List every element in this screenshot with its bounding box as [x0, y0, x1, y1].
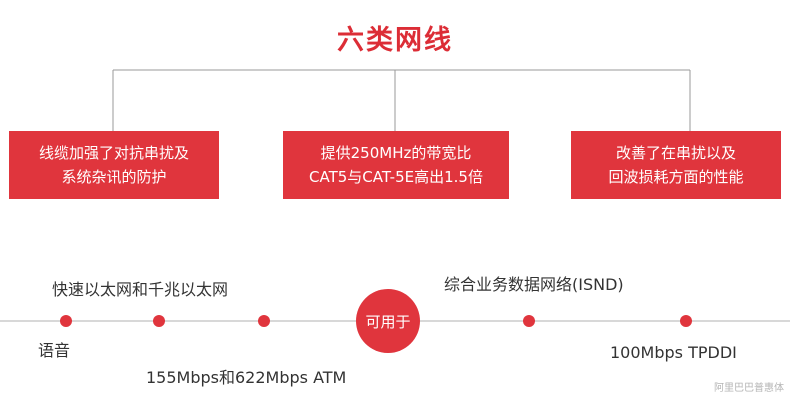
- font-watermark: 阿里巴巴普惠体: [714, 383, 784, 394]
- feature-text-line: CAT5与CAT-5E高出1.5倍: [309, 168, 483, 186]
- timeline-dot: [680, 315, 692, 327]
- feature-box-return-loss: 改善了在串扰以及 回波损耗方面的性能: [571, 131, 781, 199]
- timeline-dot: [60, 315, 72, 327]
- feature-text-line: 线缆加强了对抗串扰及: [38, 144, 189, 162]
- application-label-voice: 语音: [38, 341, 71, 360]
- page-title: 六类网线: [337, 25, 453, 56]
- connector-lines: [112, 69, 691, 131]
- timeline-dot: [153, 315, 165, 327]
- timeline-dot: [258, 315, 270, 327]
- application-label-ethernet: 快速以太网和千兆以太网: [52, 280, 229, 299]
- application-label-atm: 155Mbps和622Mbps ATM: [146, 368, 347, 387]
- feature-box-bandwidth: 提供250MHz的带宽比 CAT5与CAT-5E高出1.5倍: [283, 131, 509, 199]
- center-usage-circle: 可用于: [356, 289, 420, 353]
- feature-text-line: 系统杂讯的防护: [61, 168, 167, 186]
- application-label-isdn: 综合业务数据网络(ISND): [444, 275, 624, 294]
- feature-box-crosstalk-protection: 线缆加强了对抗串扰及 系统杂讯的防护: [9, 131, 219, 199]
- feature-text-line: 回波损耗方面的性能: [608, 168, 744, 186]
- timeline-dot: [523, 315, 535, 327]
- feature-text-line: 提供250MHz的带宽比: [320, 144, 472, 162]
- feature-text-line: 改善了在串扰以及: [615, 144, 736, 162]
- application-label-tpddi: 100Mbps TPDDI: [610, 343, 737, 362]
